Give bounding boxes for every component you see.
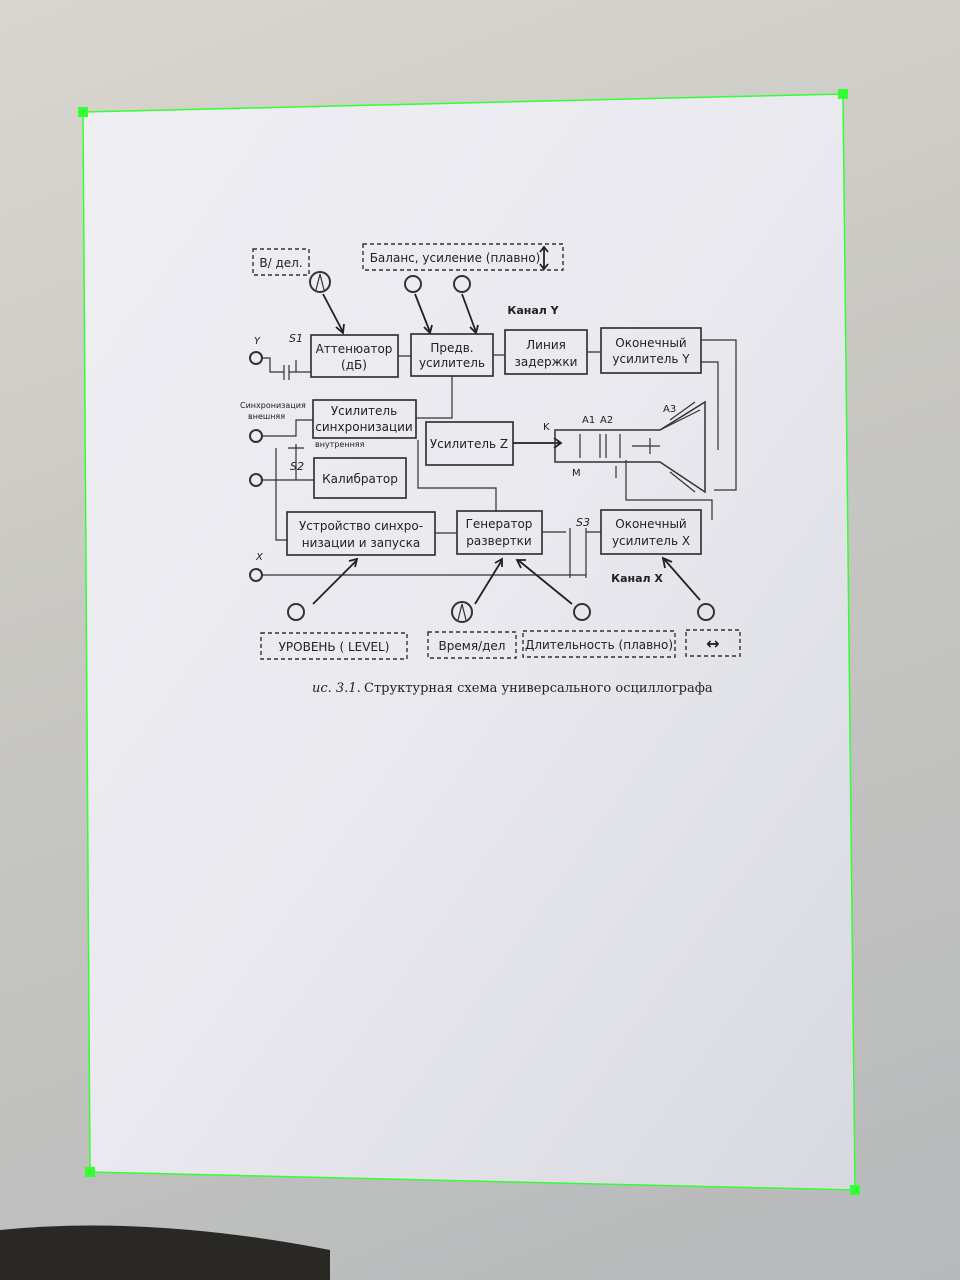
time-div-box [427,631,517,659]
sync-external-label-1: Синхронизация [240,401,306,410]
s3-label: S3 [576,516,590,529]
final-amp-x-label-1: Оконечный [615,517,686,531]
sweep-generator-label-2: развертки [466,534,531,548]
attenuator-label-1: Аттенюатор [316,342,393,356]
sync-amp-label-1: Усилитель [331,404,397,418]
final-amp-y-label-1: Оконечный [615,336,686,350]
crt-k-label: K [543,422,550,433]
volts-knob-pointer [315,273,325,291]
gain-knob [453,275,471,293]
shift-box [685,629,741,657]
level-knob [287,603,305,621]
level-box [260,632,408,660]
dark-object-shadow [0,1225,330,1280]
arrow-volts-to-attenuator [322,293,345,335]
calibrator-block [313,457,407,499]
shift-knob [697,603,715,621]
figure-caption-prefix: ис. 3.1. [312,681,361,696]
z-amp-label: Усилитель Z [430,437,508,451]
final-amp-y-label-2: усилитель Y [612,352,690,366]
sync-internal-label: внутренняя [315,440,365,449]
time-div-knob [451,601,473,623]
duration-label: Длительность (плавно) [525,638,673,652]
sync-external-label-2: внешняя [248,412,285,421]
calibrator-wires [262,440,713,541]
final-amp-x-label-2: усилитель X [612,534,690,548]
attenuator-label-2: (дБ) [341,358,367,372]
sync-trigger-label-2: низации и запуска [302,536,420,550]
crt-a2-label: A2 [600,415,613,426]
sweep-generator-label-1: Генератор [466,517,533,531]
s1-label: S1 [289,332,303,345]
delay-line-label-1: Линия [526,338,566,352]
crop-handle-bottom-right[interactable] [850,1185,860,1195]
preamp-label-2: усилитель [419,356,485,370]
duration-knob [573,603,591,621]
arrow-level-to-sync [312,557,359,605]
s2-label: S2 [290,460,304,473]
arrow-gain-to-preamp [461,293,479,335]
volts-per-div-label: В/ дел. [259,256,302,270]
paper-sheet [83,94,855,1190]
arrow-duration-to-sweep [515,559,573,605]
x-input-connector [249,568,263,582]
x-input-label: X [255,552,264,563]
vertical-double-arrow-icon [539,245,549,271]
level-label: УРОВЕНЬ ( LEVEL) [279,640,390,654]
final-amp-y-block [600,327,702,374]
time-div-knob-pointer [457,603,467,621]
duration-box [522,630,676,658]
crop-handle-top-right[interactable] [838,89,848,99]
time-div-label: Время/дел [439,639,506,653]
arrow-shift-to-final-x [661,556,701,601]
sync-amp-block [312,399,417,439]
crt-a3-label: A3 [663,404,676,415]
delay-line-label-2: задержки [515,355,578,369]
volts-per-div-knob [309,271,331,293]
crt-tube [554,400,706,494]
arrow-time-to-sweep [474,557,503,605]
sync-wires [262,376,453,460]
crt-m-label: M [572,468,581,479]
volts-per-div-box [252,248,310,276]
calibrator-label: Калибратор [322,472,398,486]
crop-handle-top-left[interactable] [78,107,88,117]
crt-a1-label: A1 [582,415,595,426]
oscilloscope-block-diagram: В/ дел. Баланс, усиление (плавно) Канал … [240,243,741,696]
balance-gain-label: Баланс, усиление (плавно) [370,251,541,265]
arrow-z-to-crt [513,437,563,449]
y-input-label: Y [254,336,261,347]
channel-y-label: Канал Y [507,304,559,317]
sync-amp-label-2: синхронизации [315,420,412,434]
horizontal-shift-icon: ↔ [706,634,719,653]
wires-row1 [398,339,737,491]
preamp-label-1: Предв. [430,341,473,355]
y-input-wires [262,357,311,380]
balance-knob [404,275,422,293]
channel-x-label: Канал X [611,572,663,585]
arrow-balance-to-preamp [414,293,433,335]
sync-trigger-label-1: Устройство синхро- [299,519,423,533]
figure-caption: Структурная схема универсального осцилло… [364,681,713,696]
balance-gain-box [362,243,564,271]
row3-wires [262,528,601,578]
crop-handle-bottom-left[interactable] [85,1167,95,1177]
